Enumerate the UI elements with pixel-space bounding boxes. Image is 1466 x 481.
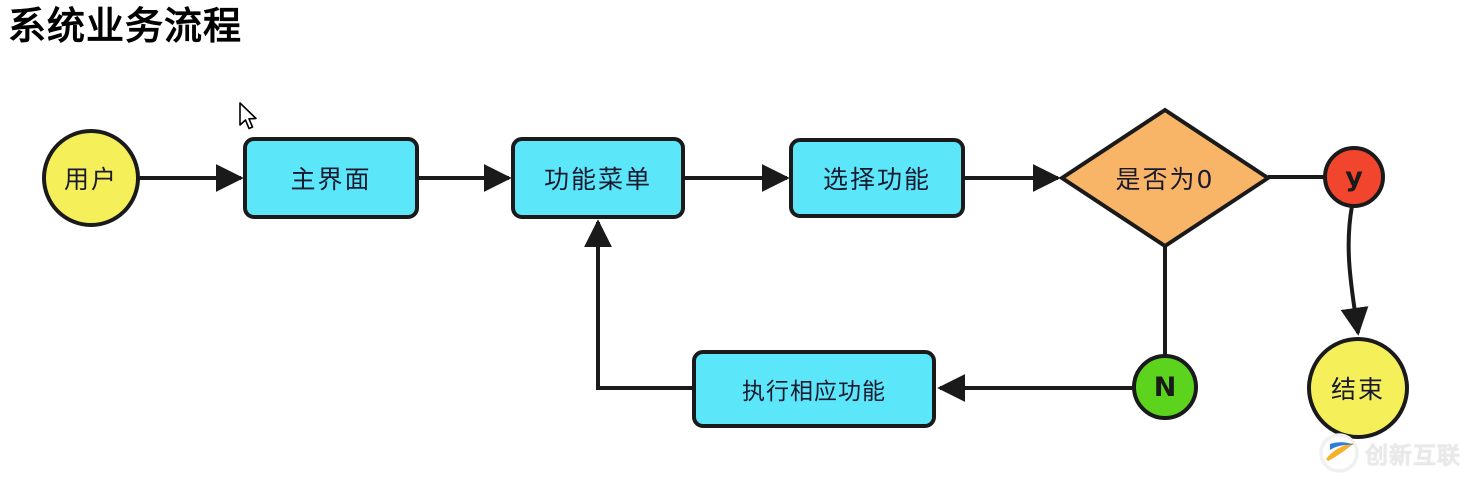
node-execute-function[interactable] (692, 350, 936, 428)
watermark: 创新互联 (1318, 430, 1466, 476)
node-yes[interactable] (1323, 146, 1385, 208)
node-main-interface[interactable] (243, 137, 419, 219)
edge-layer (138, 164, 1369, 402)
edge-yes-to-end (1340, 205, 1369, 336)
node-function-menu[interactable] (511, 137, 685, 219)
node-no[interactable] (1132, 354, 1198, 420)
node-decision-is-zero[interactable] (1058, 107, 1272, 249)
mouse-pointer-icon (239, 102, 257, 130)
node-select-function[interactable] (789, 138, 965, 218)
node-end[interactable] (1307, 337, 1409, 439)
node-user[interactable] (42, 129, 140, 227)
watermark-text: 创新互联 (1365, 443, 1461, 469)
node-layer (42, 107, 1409, 439)
edge-execute-to-menu (584, 219, 694, 390)
brand-logo-icon (1319, 433, 1359, 473)
page-title: 系统业务流程 (8, 4, 243, 48)
